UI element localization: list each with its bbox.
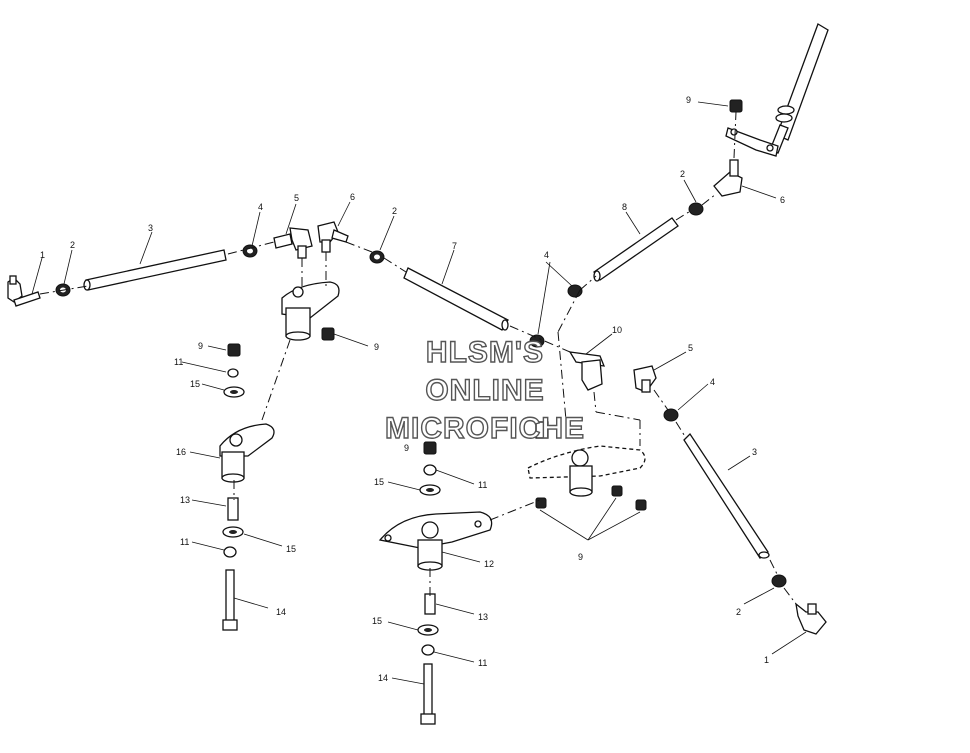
- nut-9-top: [729, 99, 743, 113]
- callout-8: 8: [622, 202, 627, 212]
- callout-16: 16: [176, 447, 186, 457]
- tie-rod-end-left: [7, 275, 41, 307]
- pitman-arm-upper-left: [281, 281, 340, 341]
- callout-14-center: 14: [378, 673, 388, 683]
- callout-1-left: 1: [40, 250, 45, 260]
- watermark-line-1: HLSM'S: [425, 335, 545, 369]
- steering-arm-right: [527, 445, 646, 497]
- nut-2-right-lower: [771, 574, 787, 588]
- callout-4-right: 4: [710, 377, 715, 387]
- nut-9-right-c: [635, 499, 647, 511]
- center-arm-12: [378, 511, 493, 571]
- callout-11-left: 11: [174, 357, 183, 367]
- callout-5-right: 5: [688, 343, 693, 353]
- nut-2-right: [688, 202, 704, 216]
- callout-13-center: 13: [478, 612, 488, 622]
- ball-joint-5-right: [633, 365, 657, 393]
- steering-post: [725, 23, 829, 157]
- nut-9-left-stack: [227, 343, 241, 357]
- ball-joint-6-right: [713, 159, 743, 197]
- ball-joint-6-left: [317, 221, 349, 253]
- callout-4-center: 4: [544, 250, 549, 260]
- tube-8-right: [593, 217, 679, 282]
- nut-4-right-lower: [663, 408, 679, 422]
- callout-9-right: 9: [578, 552, 583, 562]
- bushing-13-left: [227, 497, 239, 521]
- ball-joint-10: [568, 351, 606, 391]
- ball-joint-5-left: [273, 227, 313, 259]
- callout-6-right: 6: [780, 195, 785, 205]
- assembly-lines: [39, 111, 797, 605]
- callout-2-center: 2: [392, 206, 397, 216]
- watermark-line-2: ONLINE: [425, 373, 545, 407]
- tube-3-left: [83, 249, 227, 291]
- washer-11-left-stack: [227, 368, 239, 378]
- callout-9-top: 9: [686, 95, 691, 105]
- callout-6-left: 6: [350, 192, 355, 202]
- bushing-13-center: [424, 593, 436, 615]
- bolt-14-left: [222, 569, 238, 631]
- callout-15-left-lower: 15: [286, 544, 296, 554]
- callout-2-right: 2: [680, 169, 685, 179]
- callout-9-left: 9: [198, 341, 203, 351]
- callout-11-left-lower: 11: [180, 537, 189, 547]
- nut-4-right-upper: [567, 284, 583, 298]
- bolt-14-center: [420, 663, 436, 725]
- nut-9-right-b: [611, 485, 623, 497]
- nut-4-center: [529, 334, 545, 348]
- callout-11-center: 11: [478, 480, 487, 490]
- callout-2-right-lower: 2: [736, 607, 741, 617]
- ball-joint-stud: [535, 421, 549, 439]
- callout-12: 12: [484, 559, 494, 569]
- callout-4-left: 4: [258, 202, 263, 212]
- callout-14-left: 14: [276, 607, 286, 617]
- callout-3-right: 3: [752, 447, 757, 457]
- callout-10: 10: [612, 325, 622, 335]
- washer-11-center-lower: [421, 644, 435, 656]
- tube-7-center: [403, 267, 509, 331]
- callout-9-center: 9: [404, 443, 409, 453]
- tie-rod-end-right: [795, 602, 827, 635]
- watermark-line-3: MICROFICHE: [384, 411, 585, 445]
- callout-9-upper: 9: [374, 342, 379, 352]
- callout-2-left: 2: [70, 240, 75, 250]
- leader-lines: [31, 101, 807, 685]
- callout-15-center-lower: 15: [372, 616, 382, 626]
- callout-numbers: 1 2 3 4 5 6 2 7 9 9 11 15 16 13 11 15 14…: [40, 95, 785, 683]
- callout-5-left: 5: [294, 193, 299, 203]
- tube-3-right: [683, 432, 770, 559]
- callout-7: 7: [452, 241, 457, 251]
- idler-arm-16: [219, 423, 275, 483]
- callout-15-center: 15: [374, 477, 384, 487]
- washer-11-center: [423, 464, 437, 476]
- callout-3-left: 3: [148, 223, 153, 233]
- callout-15-left: 15: [190, 379, 200, 389]
- washer-11-left-lower: [223, 546, 237, 558]
- callout-13-left: 13: [180, 495, 190, 505]
- nut-9-right-a: [535, 497, 547, 509]
- callout-1-right: 1: [764, 655, 769, 665]
- nut-9-center-stack: [423, 441, 437, 455]
- callout-11-center-lower: 11: [478, 658, 487, 668]
